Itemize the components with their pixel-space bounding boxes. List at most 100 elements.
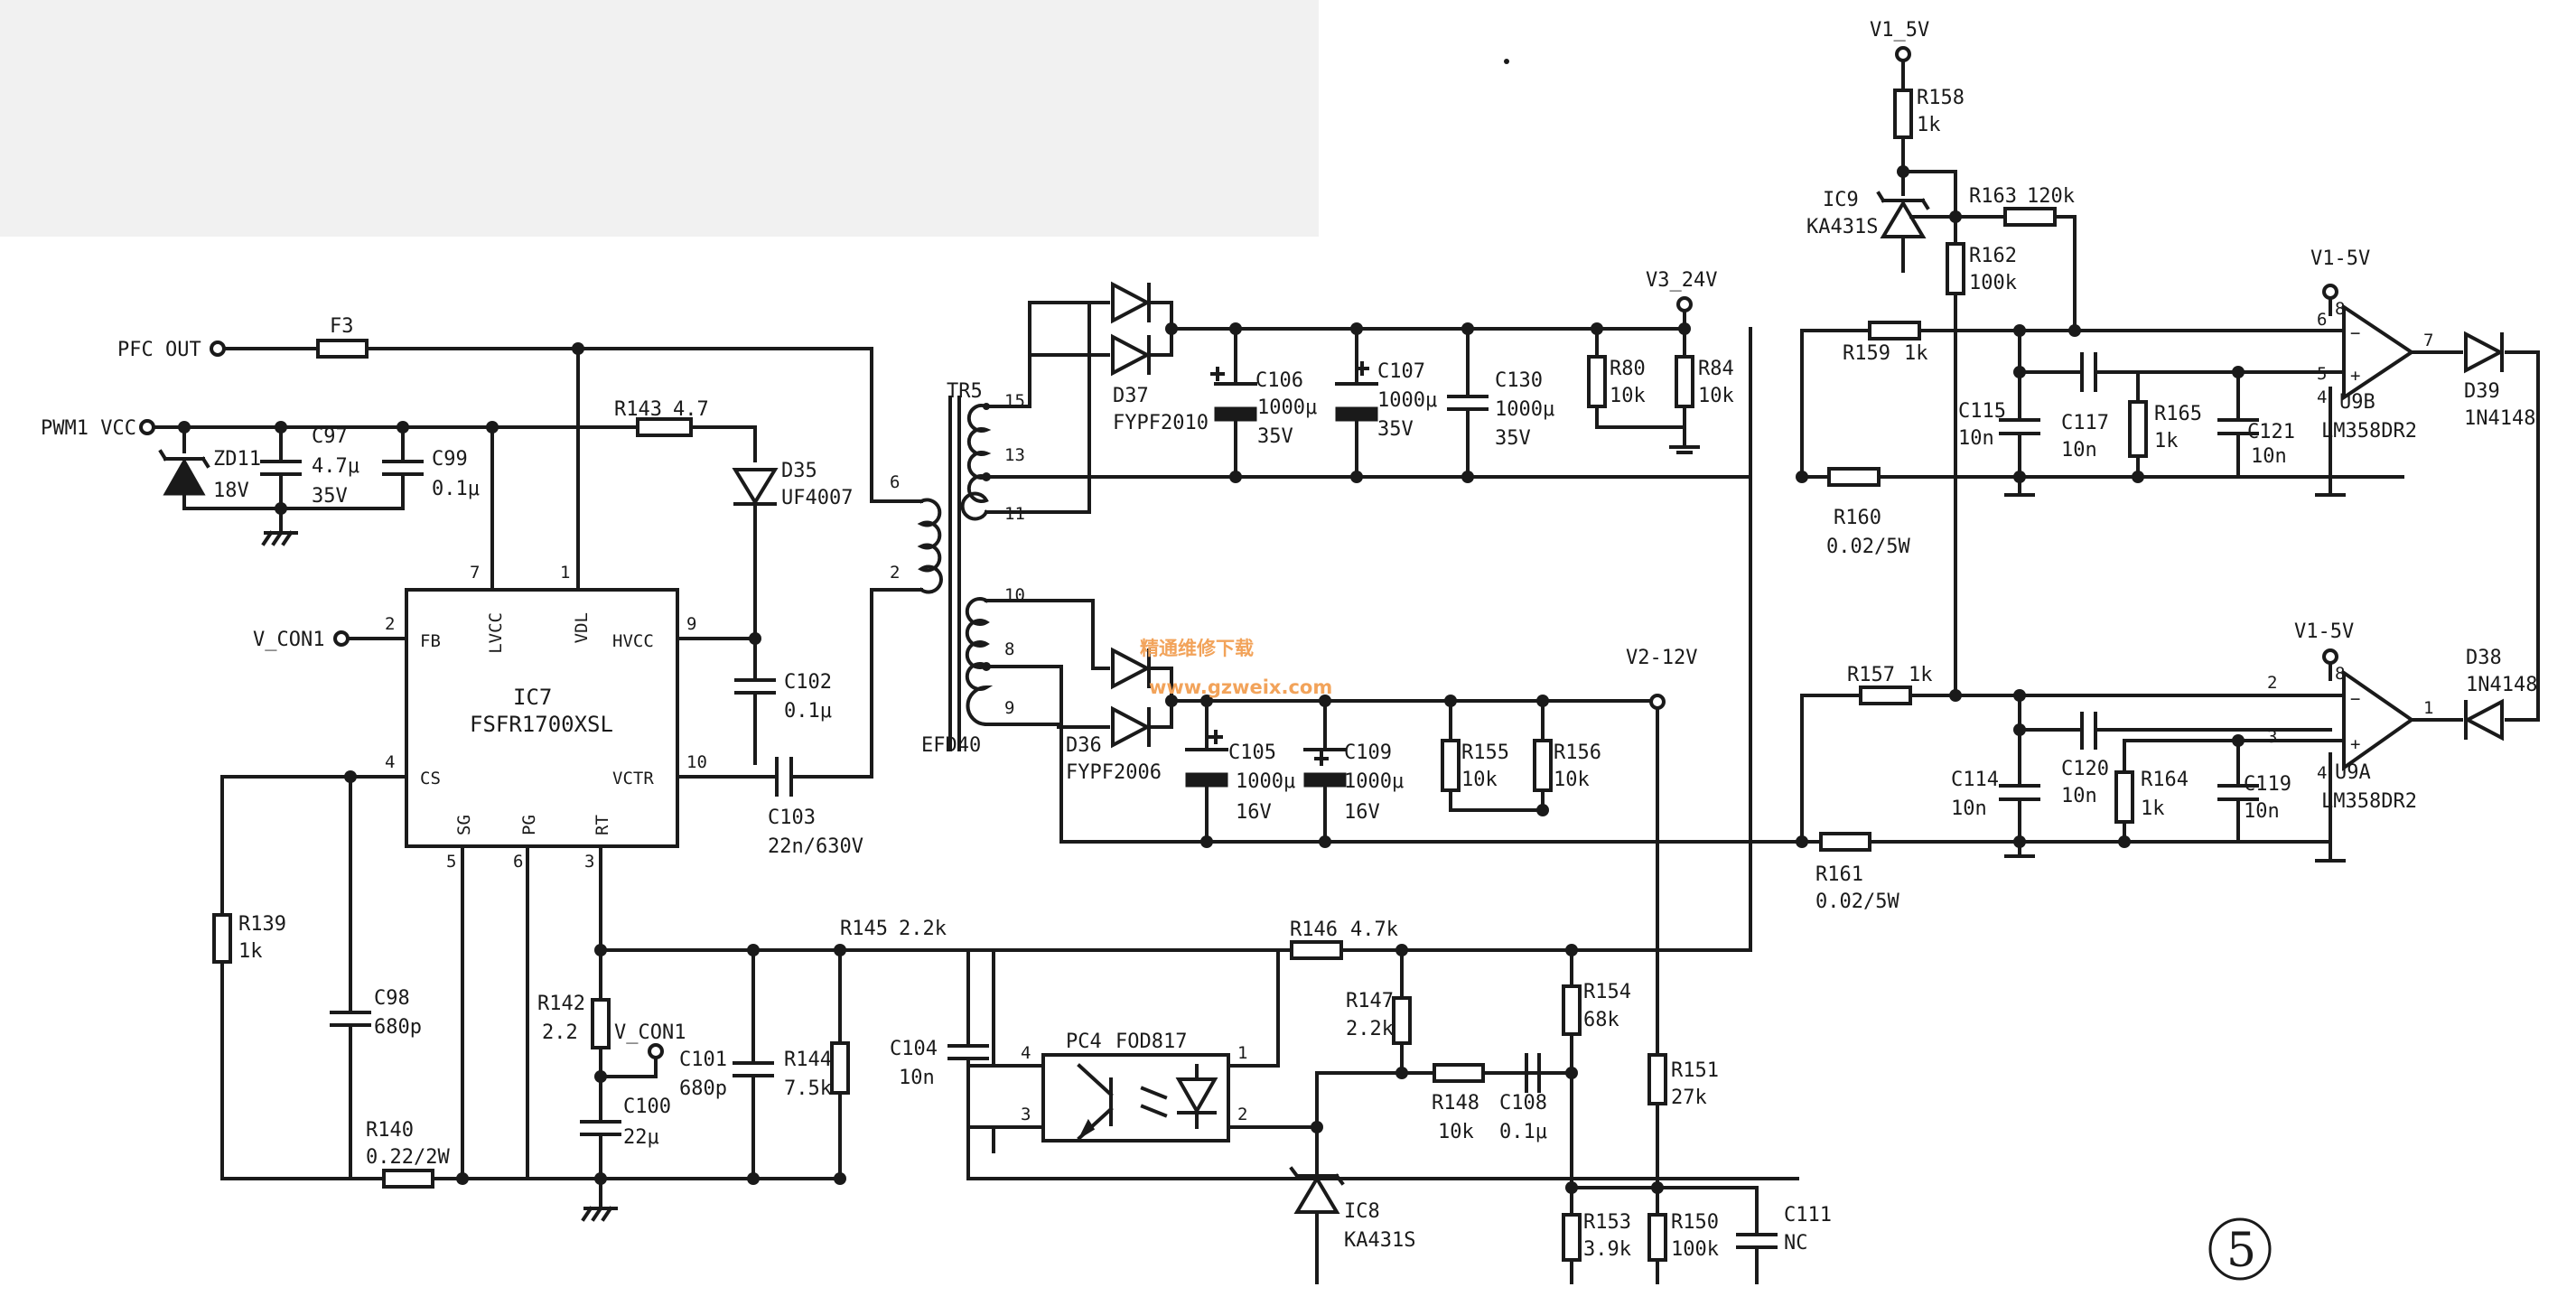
pwm1-vcc-label: PWM1 VCC <box>41 417 136 440</box>
ic7-part: FSFR1700XSL <box>470 712 613 737</box>
c97-voltage: 35V <box>312 485 348 508</box>
r151-ref: R151 <box>1671 1059 1719 1082</box>
capacitor-c114: C114 10n <box>1951 769 2040 820</box>
tr5-part: EFD40 <box>921 734 981 757</box>
ic7-pin-cs-number: 4 <box>385 752 395 772</box>
ic7-pin-hvcc-label: HVCC <box>612 631 654 651</box>
r165-value: 1k <box>2154 430 2179 452</box>
resistor-r155: R155 10k <box>1441 739 1509 792</box>
pwm1-vcc-terminal <box>139 419 155 435</box>
c109-value: 1000μ <box>1344 770 1404 793</box>
c101-value: 680p <box>679 1077 727 1100</box>
r139-ref: R139 <box>238 913 286 936</box>
r150-ref: R150 <box>1671 1211 1719 1234</box>
capacitor-c120: C120 10n <box>2061 712 2109 807</box>
r160-value: 0.02/5W <box>1826 536 1910 558</box>
r146-ref: R146 <box>1290 919 1338 941</box>
u9a-part: LM358DR2 <box>2321 790 2417 813</box>
tr5-pin-2: 2 <box>890 563 900 583</box>
ic7-pin-rt-number: 3 <box>584 852 594 872</box>
c120-value: 10n <box>2061 785 2097 807</box>
r144-value: 7.5k <box>784 1077 832 1100</box>
resistor-r164: R164 1k <box>2114 769 2189 824</box>
r157-ref: R157 <box>1847 664 1895 686</box>
f3-ref: F3 <box>330 315 354 338</box>
capacitor-c106: C106 1000μ 35V <box>1210 367 1317 448</box>
v1-5v-u9a-terminal <box>2322 648 2338 665</box>
ic7-pin-vctr-label: VCTR <box>612 769 654 788</box>
pc4-pin-1: 1 <box>1237 1043 1247 1063</box>
c117-value: 10n <box>2061 439 2097 462</box>
c130-voltage: 35V <box>1495 427 1531 450</box>
c101-ref: C101 <box>679 1049 727 1071</box>
c106-value: 1000μ <box>1257 396 1317 419</box>
capacitor-c119: C119 10n <box>2217 773 2291 823</box>
r165-ref: R165 <box>2154 403 2202 425</box>
c98-value: 680p <box>374 1016 422 1039</box>
r148-ref: R148 <box>1432 1092 1479 1114</box>
c108-ref: C108 <box>1499 1092 1547 1114</box>
r164-ref: R164 <box>2141 769 2189 791</box>
d37-ref: D37 <box>1113 385 1149 407</box>
v1-5v-top-label: V1_5V <box>1870 19 1929 42</box>
ic7-pin-sg-label: SG <box>454 815 474 835</box>
capacitor-c105: C105 1000μ 16V <box>1185 730 1295 824</box>
capacitor-c97: C97 4.7μ 35V <box>260 425 359 508</box>
ground-symbol <box>2004 493 2346 863</box>
capacitor-c107: C107 1000μ 35V <box>1335 360 1437 441</box>
c115-ref: C115 <box>1958 400 2006 423</box>
c99-ref: C99 <box>432 448 468 471</box>
c105-voltage: 16V <box>1236 801 1272 824</box>
c114-ref: C114 <box>1951 769 1999 791</box>
r154-value: 68k <box>1583 1009 1619 1031</box>
r156-ref: R156 <box>1554 741 1601 764</box>
tr5-ref: TR5 <box>947 380 983 403</box>
r163-ref: R163 <box>1969 185 2017 208</box>
resistor-r159: R159 1k <box>1843 321 1928 365</box>
pc4-pin-2: 2 <box>1237 1105 1247 1124</box>
capacitor-c117: C117 10n <box>2061 352 2109 462</box>
optocoupler-pc4: PC4 FOD817 4 3 1 2 <box>1021 1031 1247 1142</box>
r143-value: 4.7 <box>673 398 709 421</box>
pc4-ref: PC4 <box>1066 1031 1102 1053</box>
r147-ref: R147 <box>1346 990 1394 1012</box>
tr5-pin-11: 11 <box>1004 504 1025 524</box>
resistor-r163: R163 120k <box>1969 185 2075 227</box>
ic7-pin-hvcc-number: 9 <box>686 614 696 634</box>
resistor-r151: R151 27k <box>1647 1053 1719 1109</box>
pfc-out-terminal <box>210 340 226 357</box>
pc4-part: FOD817 <box>1115 1031 1187 1053</box>
u9a-pin-noninv: 3 <box>2267 727 2277 747</box>
c119-ref: C119 <box>2244 773 2291 796</box>
ic8-value: KA431S <box>1344 1229 1415 1252</box>
capacitor-c101: C101 680p <box>679 1049 774 1100</box>
ic7-pin-vctr-number: 10 <box>686 752 707 772</box>
tr5-pin-15: 15 <box>1004 391 1025 411</box>
capacitor-c108: C108 0.1μ <box>1499 1053 1547 1143</box>
diode-d37: D37 FYPF2010 <box>1111 281 1209 434</box>
d35-value: UF4007 <box>781 487 853 509</box>
r157-value: 1k <box>1909 664 1933 686</box>
tr5-pin-6: 6 <box>890 472 900 492</box>
v1-5v-u9b-label: V1-5V <box>2310 247 2370 270</box>
c103-ref: C103 <box>768 807 816 829</box>
fuse-f3: F3 <box>316 315 369 359</box>
resistor-r160: R160 0.02/5W <box>1826 467 1910 558</box>
header-band <box>0 0 1319 237</box>
c115-value: 10n <box>1958 427 1994 450</box>
resistor-r165: R165 1k <box>2128 400 2202 458</box>
r140-value: 0.22/2W <box>366 1146 450 1169</box>
zd11-ref: ZD11 <box>213 448 261 471</box>
c107-voltage: 35V <box>1377 418 1414 441</box>
c121-value: 10n <box>2251 445 2287 468</box>
capacitor-c99: C99 0.1μ <box>382 448 480 500</box>
r159-value: 1k <box>1904 342 1928 365</box>
v3-24v-label: V3_24V <box>1646 269 1717 292</box>
r154-ref: R154 <box>1583 981 1631 1003</box>
ic9-ref: IC9 <box>1823 189 1859 211</box>
opamp-u9b: − + 6 5 7 8 4 U9B LM358DR2 <box>2317 299 2433 443</box>
r142-value: 2.2 <box>542 1021 578 1044</box>
ic9-value: KA431S <box>1806 216 1878 238</box>
r84-value: 10k <box>1698 385 1734 407</box>
